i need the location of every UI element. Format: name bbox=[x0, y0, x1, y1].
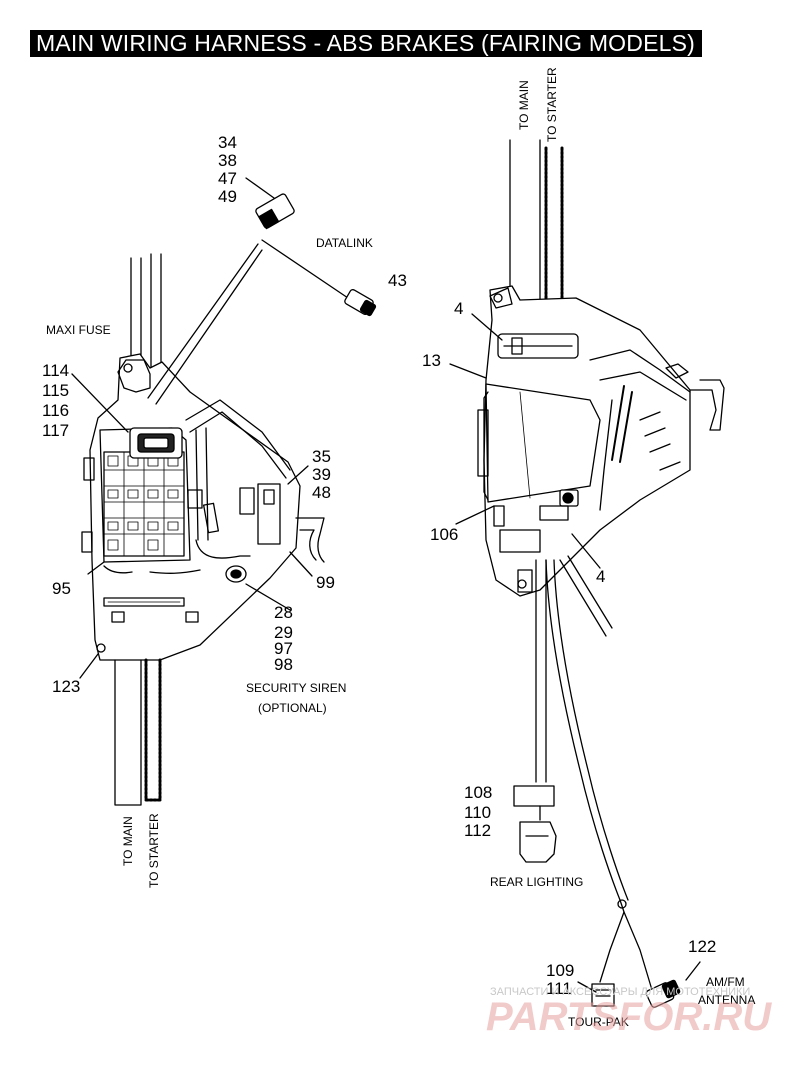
left-labels: 34 38 47 49 DATALINK 43 MAXI FUSE 114 11… bbox=[42, 133, 407, 888]
callout-34: 34 bbox=[218, 133, 237, 152]
right-harness-assembly bbox=[449, 139, 725, 1008]
callout-123: 123 bbox=[52, 677, 80, 696]
callout-28: 28 bbox=[274, 603, 293, 622]
callout-110: 110 bbox=[464, 803, 491, 822]
callout-117: 117 bbox=[42, 421, 69, 440]
callout-95: 95 bbox=[52, 579, 71, 598]
rear-lighting-label: REAR LIGHTING bbox=[490, 875, 583, 889]
callout-116: 116 bbox=[42, 401, 69, 420]
right-to-starter-label: TO STARTER bbox=[545, 67, 559, 142]
left-to-main-label: TO MAIN bbox=[121, 816, 135, 866]
callout-4-bottom: 4 bbox=[596, 567, 605, 586]
security-siren-label: SECURITY SIREN bbox=[246, 681, 346, 695]
title-bar: MAIN WIRING HARNESS - ABS BRAKES (FAIRIN… bbox=[30, 30, 702, 57]
left-to-starter-label: TO STARTER bbox=[147, 813, 161, 888]
callout-39: 39 bbox=[312, 465, 331, 484]
page-title: MAIN WIRING HARNESS - ABS BRAKES (FAIRIN… bbox=[36, 30, 696, 56]
callout-97: 97 bbox=[274, 639, 293, 658]
callout-47: 47 bbox=[218, 169, 237, 188]
callout-35: 35 bbox=[312, 447, 331, 466]
callout-49: 49 bbox=[218, 187, 237, 206]
callout-111: 111 bbox=[546, 979, 572, 998]
antenna-label-line2: ANTENNA bbox=[698, 993, 755, 1007]
antenna-label-line1: AM/FM bbox=[706, 975, 745, 989]
callout-109: 109 bbox=[546, 961, 574, 980]
right-labels: TO MAIN TO STARTER 4 13 106 4 108 110 11… bbox=[422, 67, 755, 1029]
callout-38: 38 bbox=[218, 151, 237, 170]
callout-4-top: 4 bbox=[454, 299, 463, 318]
callout-43: 43 bbox=[388, 271, 407, 290]
maxi-fuse-label: MAXI FUSE bbox=[46, 323, 111, 337]
tour-pak-label: TOUR-PAK bbox=[568, 1015, 629, 1029]
callout-114: 114 bbox=[42, 361, 69, 380]
callout-112: 112 bbox=[464, 821, 491, 840]
watermark-logo: PARTSFOR.RU bbox=[486, 995, 772, 1039]
callout-29: 29 bbox=[274, 623, 293, 642]
callout-13: 13 bbox=[422, 351, 441, 370]
callout-99: 99 bbox=[316, 573, 335, 592]
left-harness-assembly bbox=[71, 177, 377, 806]
callout-108: 108 bbox=[464, 783, 492, 802]
callout-106: 106 bbox=[430, 525, 458, 544]
security-siren-optional: (OPTIONAL) bbox=[258, 701, 327, 715]
datalink-label: DATALINK bbox=[316, 236, 373, 250]
callout-98: 98 bbox=[274, 655, 293, 674]
watermark: ЗАПЧАСТИ И АКСЕССУАРЫ ДЛЯ МОТОТЕХНИКИ PA… bbox=[486, 986, 772, 1039]
callout-115: 115 bbox=[42, 381, 69, 400]
right-to-main-label: TO MAIN bbox=[517, 80, 531, 130]
callout-48: 48 bbox=[312, 483, 331, 502]
callout-122: 122 bbox=[688, 937, 716, 956]
watermark-tagline: ЗАПЧАСТИ И АКСЕССУАРЫ ДЛЯ МОТОТЕХНИКИ bbox=[490, 986, 750, 998]
